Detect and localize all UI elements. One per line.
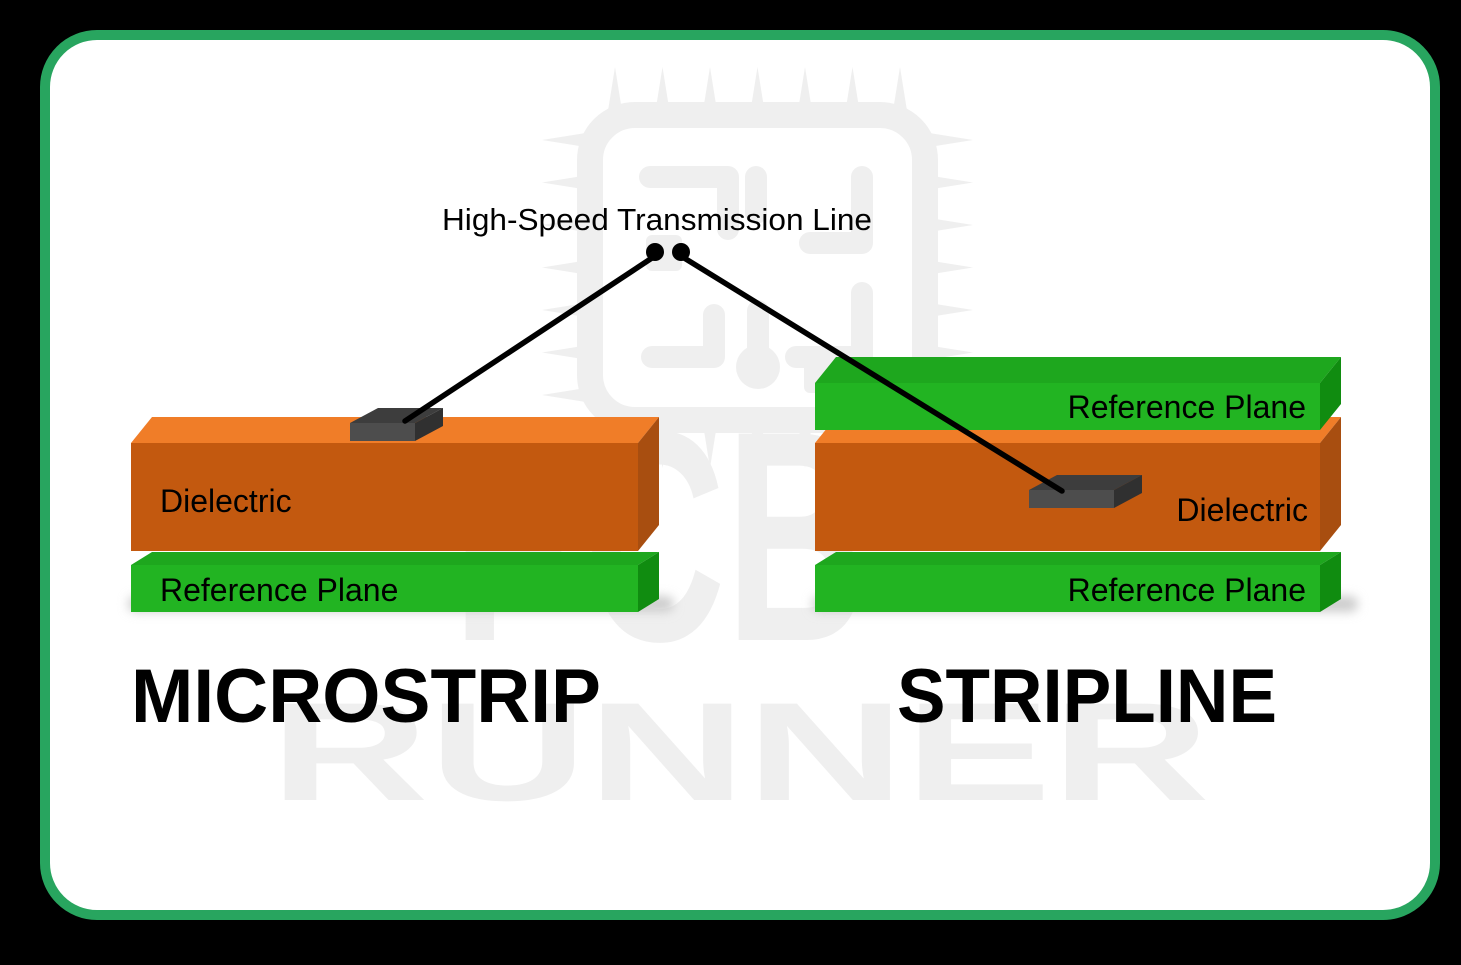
stripline-trace-side-face [1114,475,1142,508]
chip-icon [542,67,973,468]
stripline-bottom-reference-plane-top-face [815,552,1341,565]
microstrip-structure: Dielectric Reference Plane MICROSTRIP [128,408,674,739]
annotation-dot-right [672,243,690,261]
microstrip-reference-plane-front-face [131,565,638,612]
chip-pins-right [923,132,973,403]
stripline-dielectric-label: Dielectric [1176,492,1308,528]
stripline-trace-front-face [1029,490,1114,508]
stripline-top-reference-plane-label: Reference Plane [1068,389,1306,425]
chip-pins-bottom [607,418,908,468]
microstrip-reference-plane-label: Reference Plane [160,572,398,608]
stripline-bottom-reference-plane-front-face [815,565,1320,612]
stripline-bottom-reference-plane-side-face [1320,552,1341,612]
microstrip-reference-plane-top-face [131,552,659,565]
microstrip-reference-plane-side-face [638,552,659,612]
stripline-dielectric-side-face [1320,417,1341,551]
chip-icon-via [736,345,780,389]
chip-pins-left [542,132,592,403]
annotation-line-right [678,253,1065,494]
card [40,30,1440,920]
annotation-label: High-Speed Transmission Line [442,202,872,237]
stripline-title: STRIPLINE [897,654,1277,739]
watermark-runner-text: RUNNER [270,673,1210,830]
stripline-top-reference-plane-side-face [1320,357,1341,430]
chip-pins-top [607,67,908,117]
stripline-trace [1029,475,1142,508]
stripline-top-reference-plane-top-face [815,357,1341,383]
microstrip-dielectric-label: Dielectric [160,483,292,519]
annotation-dot-left [646,243,664,261]
microstrip-trace-side-face [415,408,443,441]
annotation: High-Speed Transmission Line [402,202,1065,494]
microstrip-dielectric-side-face [638,417,659,551]
annotation-line-left [402,253,658,424]
microstrip-dielectric-front-face [131,443,638,551]
stripline-bottom-reference-plane-label: Reference Plane [1068,572,1306,608]
microstrip-title: MICROSTRIP [131,654,601,739]
microstrip-trace-front-face [350,423,415,441]
